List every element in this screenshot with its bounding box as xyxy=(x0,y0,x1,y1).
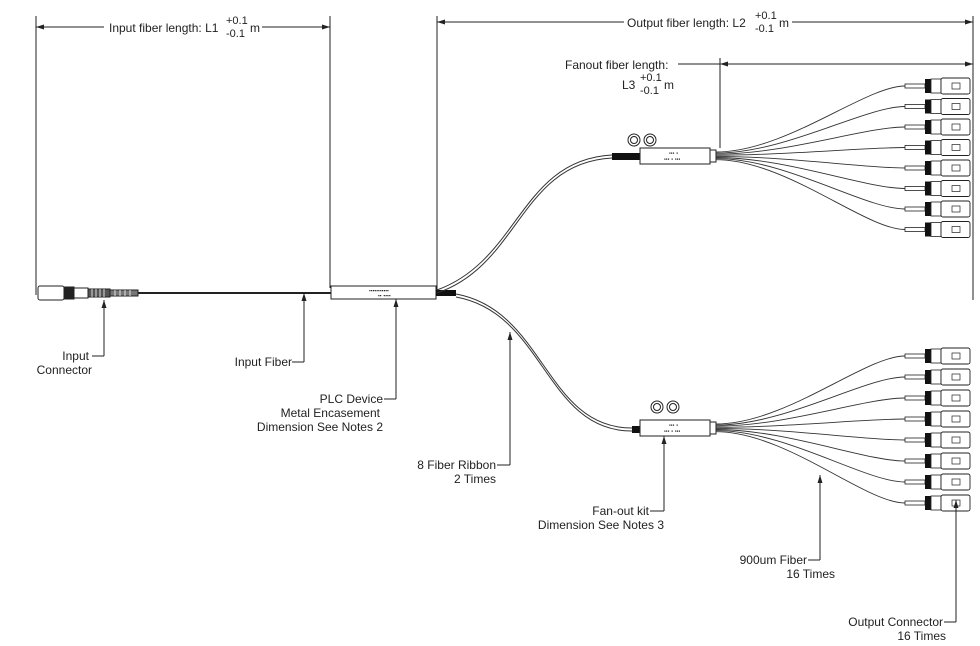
lower-fanout-fiber xyxy=(715,431,906,504)
lower-fanout-fiber xyxy=(715,430,906,483)
upper-fanout-fiber xyxy=(715,106,906,154)
input-length-unit: m xyxy=(250,21,260,35)
lower-fanout-fiber xyxy=(715,376,906,426)
upper-output-connector xyxy=(904,98,971,115)
input-fiber-length-label: Input fiber length: L1 xyxy=(109,21,219,35)
fanout-length-unit: m xyxy=(664,78,674,92)
lower-output-connector xyxy=(904,431,971,449)
lower-fanout-fiber xyxy=(715,397,906,427)
input-connector xyxy=(37,285,139,301)
svg-text:Metal Encasement: Metal Encasement xyxy=(281,406,381,420)
lower-fanout-fiber xyxy=(715,418,906,428)
upper-output-connectors xyxy=(904,77,971,238)
upper-output-connector xyxy=(904,118,971,136)
svg-text:900um Fiber: 900um Fiber xyxy=(740,553,807,567)
callout-plc-device: PLC Device Metal Encasement Dimension Se… xyxy=(257,392,383,434)
lower-fanout-kit: ▪▪▪ ▪ ▪▪▪ ▪ ▪▪▪ xyxy=(639,400,717,437)
lower-kit-marking-2: ▪▪▪ ▪ ▪▪▪ xyxy=(664,429,680,433)
svg-text:Input: Input xyxy=(62,349,89,363)
svg-text:Dimension See Notes 3: Dimension See Notes 3 xyxy=(538,518,664,532)
fanout-length-l3: L3 xyxy=(622,78,636,92)
lower-output-connector xyxy=(904,389,971,407)
lower-fanout-fibers xyxy=(715,355,906,504)
lower-output-connector xyxy=(904,368,971,386)
fanout-fiber-length-label: Fanout fiber length: xyxy=(565,58,668,72)
upper-fanout-fiber xyxy=(715,159,906,230)
upper-output-connector xyxy=(904,159,971,177)
upper-fanout-fiber xyxy=(715,85,906,153)
lower-output-connector xyxy=(904,452,971,470)
svg-text:Fan-out kit: Fan-out kit xyxy=(592,504,649,518)
callout-fiber-ribbon: 8 Fiber Ribbon 2 Times xyxy=(417,458,496,486)
plc-device-marking-2: ▪▪ ▪▪▪▪ xyxy=(378,294,391,298)
output-length-unit: m xyxy=(779,16,789,30)
upper-output-connector xyxy=(904,77,971,95)
callout-leaders xyxy=(92,293,957,623)
output-length-tol-minus: -0.1 xyxy=(755,23,774,35)
upper-fanout-fiber xyxy=(715,147,906,156)
lower-kit-marking-1: ▪▪▪ ▪ xyxy=(669,423,678,427)
lower-fanout-fiber xyxy=(715,429,906,462)
svg-text:8 Fiber Ribbon: 8 Fiber Ribbon xyxy=(417,458,496,472)
svg-text:2 Times: 2 Times xyxy=(454,472,496,486)
output-fiber-length-label: Output fiber length: L2 xyxy=(627,16,746,30)
callout-input-fiber: Input Fiber xyxy=(235,355,292,369)
lower-output-connector xyxy=(904,473,971,491)
plc-device-marking-1: ▪▪▪▪▪▪▪▪▪▪▪ xyxy=(369,289,389,293)
dimension-arrowheads xyxy=(36,19,973,67)
svg-text:16 Times: 16 Times xyxy=(786,567,835,581)
upper-fanout-fiber xyxy=(715,155,906,169)
input-length-text: Input fiber length: L1 xyxy=(109,21,219,35)
lower-output-connector xyxy=(904,347,971,365)
lower-fanout-fiber xyxy=(715,427,906,441)
upper-ribbon-boot xyxy=(612,153,640,160)
svg-text:Output Connector: Output Connector xyxy=(848,615,943,629)
upper-output-connector xyxy=(904,139,971,156)
fanout-length-tol-minus: -0.1 xyxy=(640,85,659,97)
callout-900um-fiber: 900um Fiber 16 Times xyxy=(740,553,835,581)
upper-fanout-kit: ▪▪▪ ▪ ▪▪▪ ▪ ▪▪▪ xyxy=(627,133,717,165)
lower-output-connector xyxy=(904,494,971,512)
dimension-lines xyxy=(35,16,974,300)
callout-fanout-kit: Fan-out kit Dimension See Notes 3 xyxy=(538,504,664,532)
lower-output-connector xyxy=(904,410,971,428)
upper-kit-marking-1: ▪▪▪ ▪ xyxy=(669,151,678,155)
lower-fanout-fiber xyxy=(715,355,906,425)
upper-fanout-fiber xyxy=(715,158,906,210)
upper-fanout-fiber xyxy=(715,126,906,155)
svg-text:16 Times: 16 Times xyxy=(897,629,946,643)
svg-text:Connector: Connector xyxy=(37,363,92,377)
input-length-tol-plus: +0.1 xyxy=(226,15,248,27)
upper-fanout-fibers xyxy=(715,85,906,230)
svg-text:Input Fiber: Input Fiber xyxy=(235,355,292,369)
input-length-tol-minus: -0.1 xyxy=(226,28,245,40)
upper-output-connector xyxy=(904,200,971,218)
lower-output-connectors xyxy=(904,347,971,512)
callout-arrowheads xyxy=(101,293,959,508)
upper-output-connector xyxy=(904,221,971,238)
callout-output-connector: Output Connector 16 Times xyxy=(848,615,946,643)
output-length-tol-plus: +0.1 xyxy=(755,10,777,22)
fanout-length-tol-plus: +0.1 xyxy=(640,72,662,84)
fiber-ribbons xyxy=(436,154,633,432)
svg-text:PLC Device: PLC Device xyxy=(320,392,384,406)
upper-kit-marking-2: ▪▪▪ ▪ ▪▪▪ xyxy=(664,157,680,161)
svg-text:Dimension See Notes 2: Dimension See Notes 2 xyxy=(257,420,383,434)
upper-fanout-fiber xyxy=(715,157,906,189)
plc-device: ▪▪▪▪▪▪▪▪▪▪▪ ▪▪ ▪▪▪▪ xyxy=(330,285,456,300)
callout-input-connector: Input Connector xyxy=(37,349,92,377)
lower-ribbon-boot xyxy=(632,426,640,433)
upper-output-connector xyxy=(904,180,971,197)
